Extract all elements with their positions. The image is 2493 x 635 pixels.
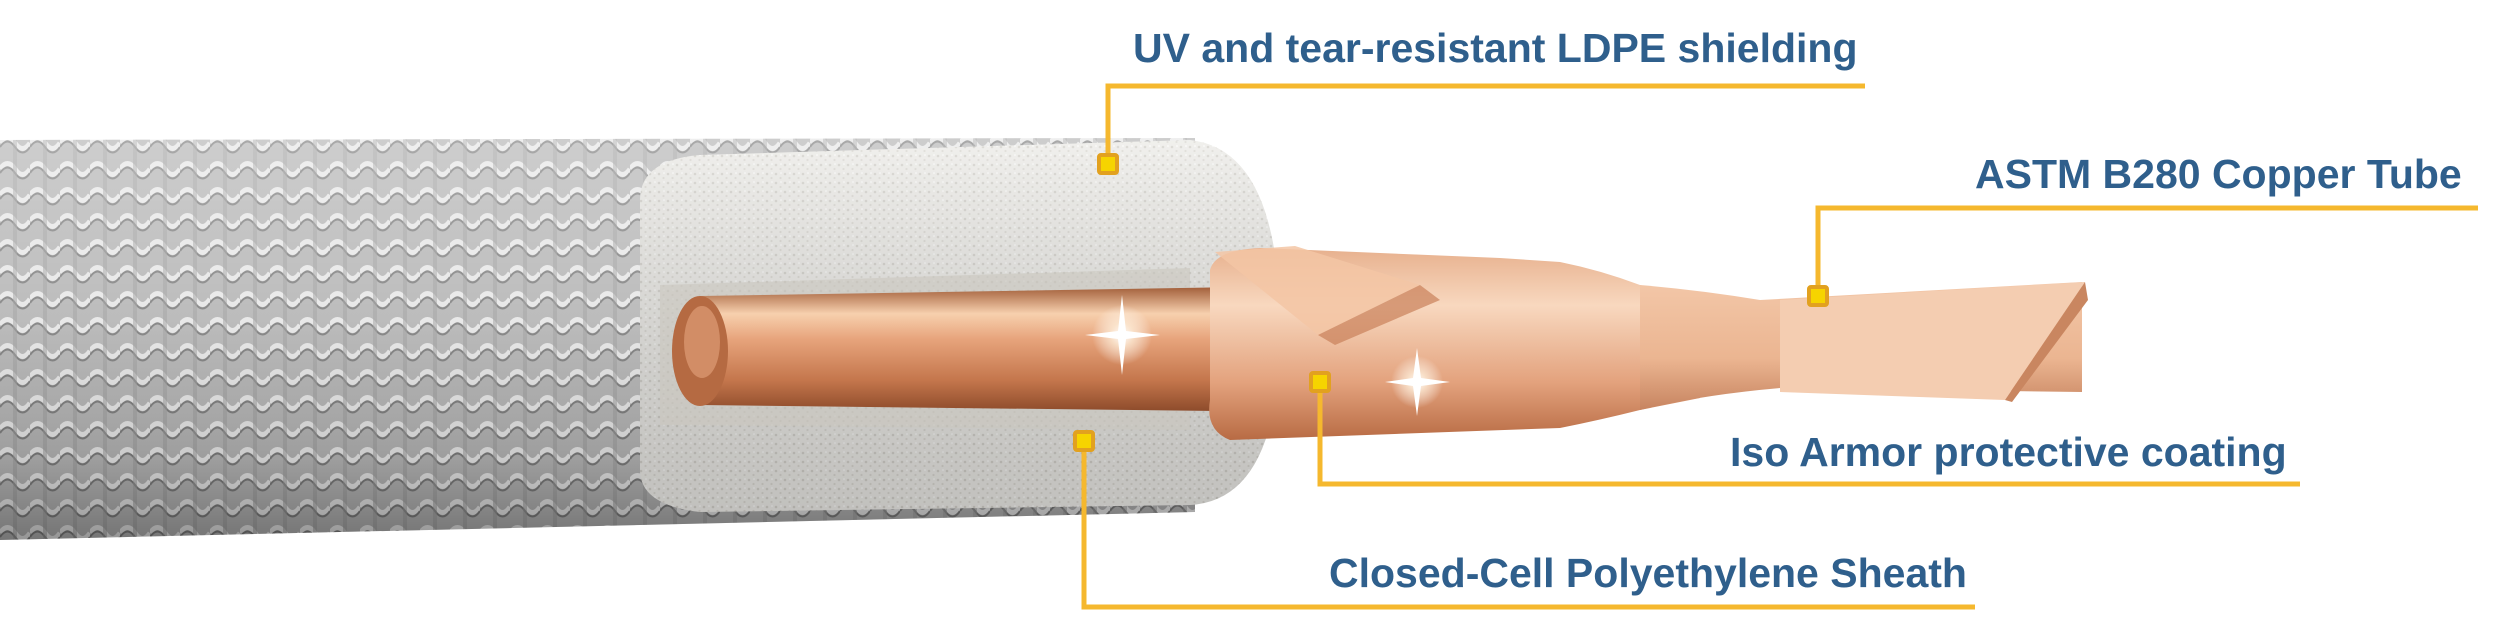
leader-line-sheath (1081, 441, 1975, 610)
marker-iso (1309, 371, 1331, 393)
marker-sheath (1073, 430, 1095, 452)
sparkle-highlight-2 (1385, 348, 1450, 416)
leader-line-iso (1317, 382, 2300, 487)
iso-armor-coating (1209, 246, 2088, 440)
ldpe-shielding-label: UV and tear-resistant LDPE shielding (1133, 25, 1858, 71)
iso-armor-label: Iso Armor protective coating (1730, 429, 2287, 475)
leader-line-copper (1815, 205, 2478, 296)
copper-tube-label: ASTM B280 Copper Tube (1975, 151, 2462, 197)
polyethylene-sheath-label: Closed-Cell Polyethylene Sheath (1329, 550, 1967, 596)
marker-ldpe (1097, 153, 1119, 175)
marker-copper (1807, 285, 1829, 307)
leader-line-ldpe (1105, 83, 1865, 164)
copper-tube (672, 286, 1300, 412)
sparkle-highlight-1 (1085, 295, 1160, 375)
